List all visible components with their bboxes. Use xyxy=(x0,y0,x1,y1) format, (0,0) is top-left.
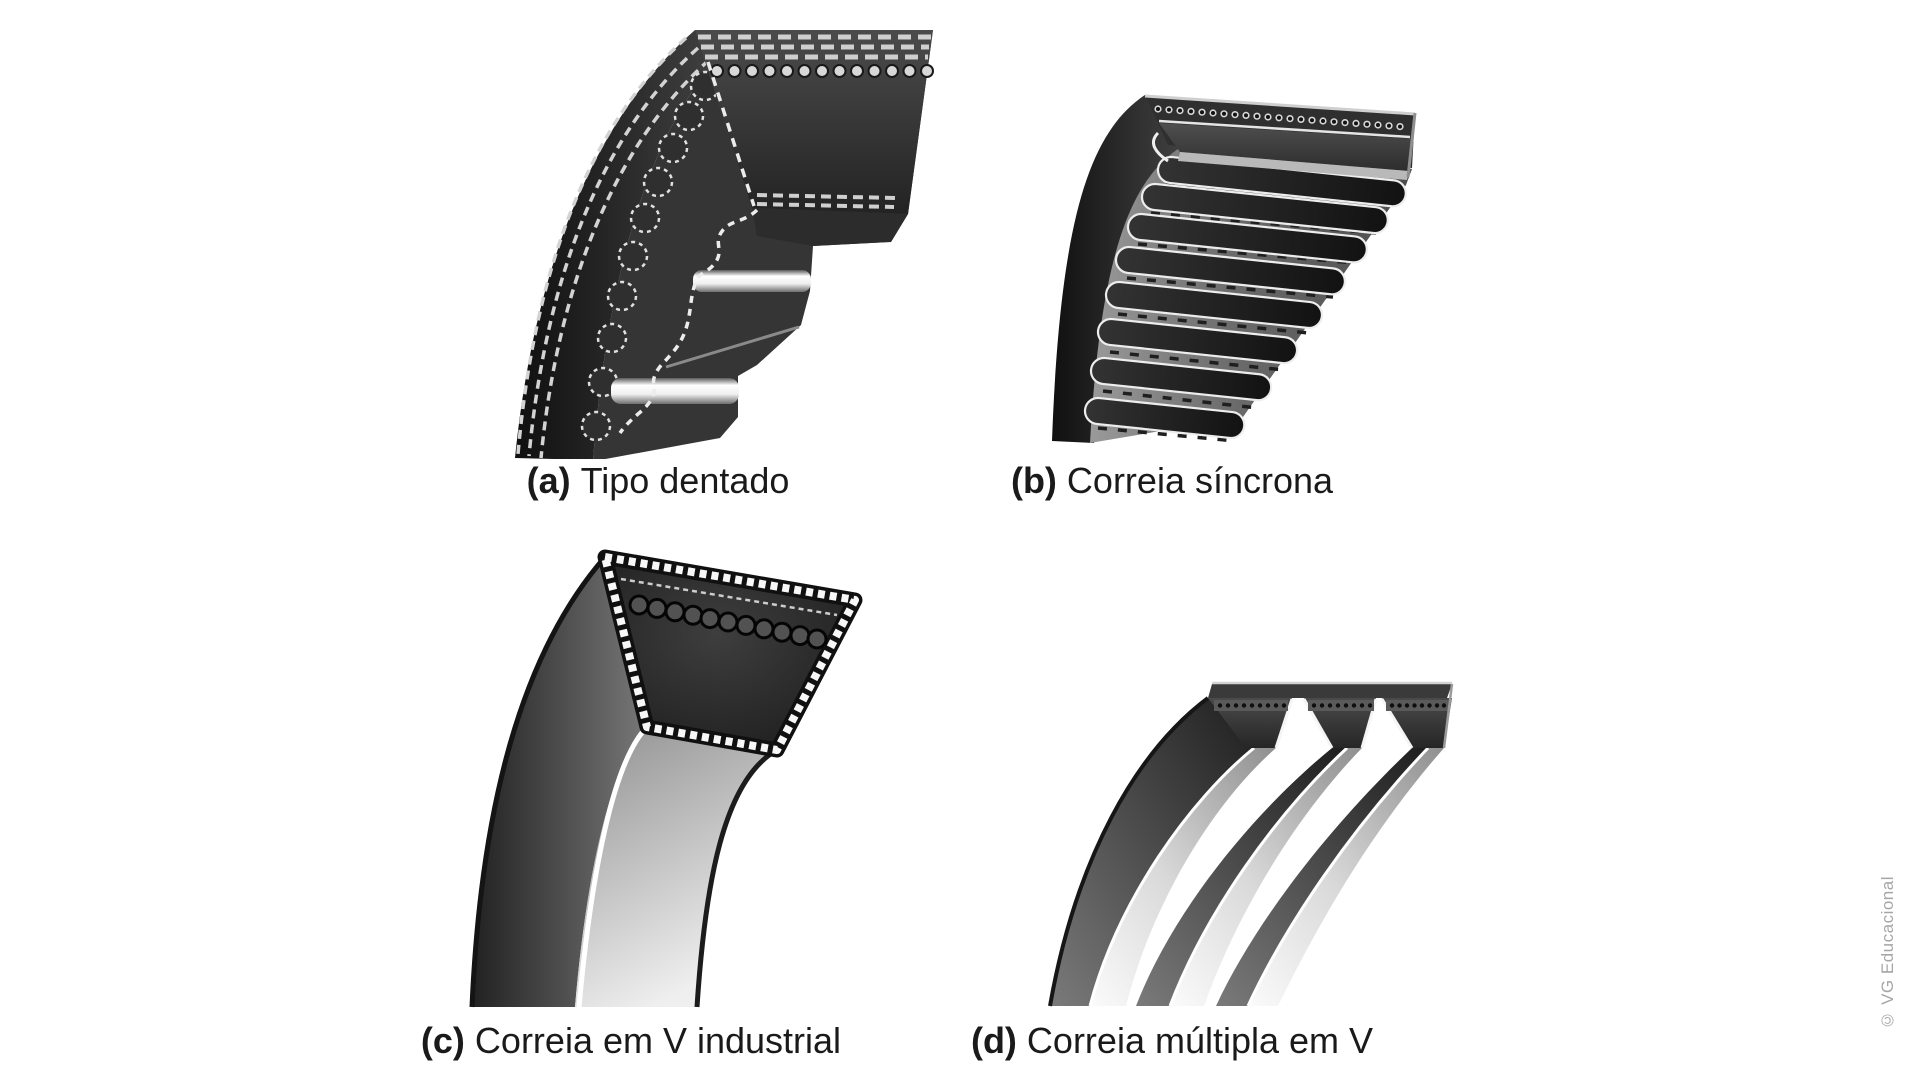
caption-a: (a)Tipo dentado xyxy=(458,460,858,501)
figure-a-caption-text: Tipo dentado xyxy=(580,460,790,501)
figure-c-label: (c) xyxy=(420,1020,465,1061)
caption-c: (c)Correia em V industrial xyxy=(381,1020,881,1061)
caption-d: (d)Correia múltipla em V xyxy=(922,1020,1422,1061)
figure-d-caption-text: Correia múltipla em V xyxy=(1026,1020,1374,1061)
belt-c-industrial-v-belt-illustration xyxy=(469,549,863,1008)
belt-b-synchronous-belt-illustration xyxy=(1052,94,1417,443)
figure-b-caption-text: Correia síncrona xyxy=(1066,460,1334,501)
belt-a-cogged-v-belt-illustration xyxy=(515,30,934,459)
figure-d-label: (d) xyxy=(970,1020,1017,1061)
figure-c-caption-text: Correia em V industrial xyxy=(474,1020,842,1061)
watermark-credit: © VG Educacional xyxy=(1878,876,1897,1030)
figure-a-label: (a) xyxy=(526,460,571,501)
caption-b: (b)Correia síncrona xyxy=(972,460,1372,501)
belt-d-multiple-v-belt-illustration xyxy=(1048,681,1454,1007)
figure-b-label: (b) xyxy=(1010,460,1057,501)
